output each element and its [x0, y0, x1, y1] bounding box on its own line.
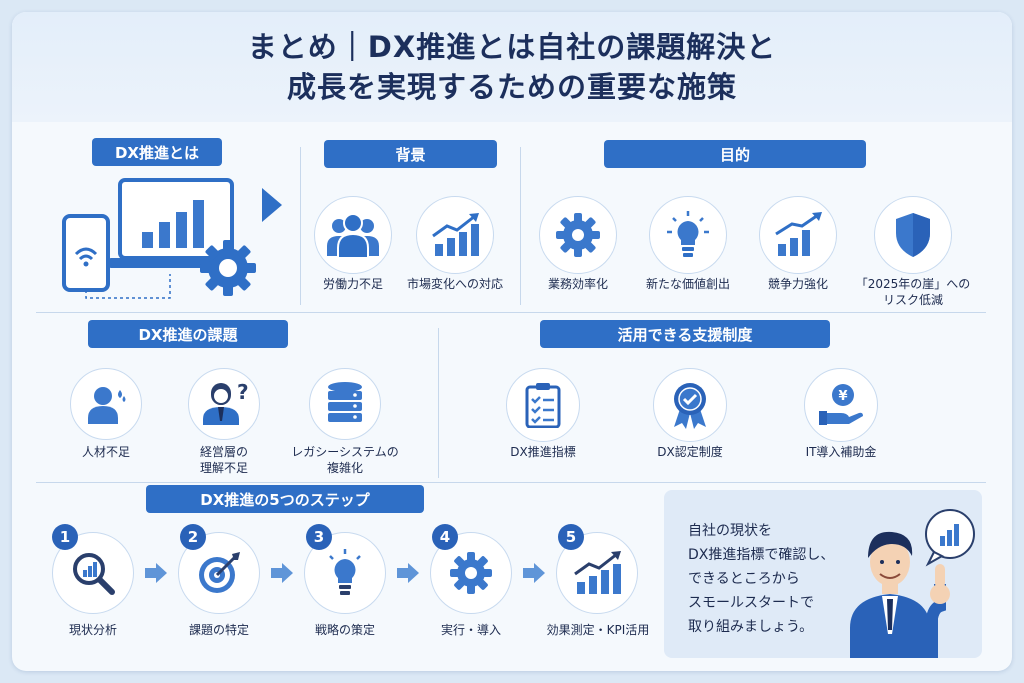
divider — [520, 147, 521, 305]
step-label: 課題の特定 — [188, 623, 249, 637]
step-label: 戦略の策定 — [314, 623, 375, 637]
step-number: 5 — [558, 524, 584, 550]
database-icon — [309, 368, 381, 440]
step-label: 効果測定・KPI活用 — [546, 623, 650, 637]
shield-icon — [874, 196, 952, 274]
step-label: 現状分析 — [68, 623, 117, 637]
purpose-item-label: 競争力強化 — [767, 277, 828, 291]
certification-badge-icon — [653, 368, 727, 442]
growth-chart-icon — [416, 196, 494, 274]
yen-subsidy-icon: ¥ — [804, 368, 878, 442]
chart-bubble-icon — [925, 509, 975, 567]
people-icon — [314, 196, 392, 274]
divider — [300, 147, 301, 305]
arrow-right-icon — [523, 563, 545, 583]
lightbulb-icon — [649, 196, 727, 274]
title-line-2: 成長を実現するための重要な施策 — [286, 70, 737, 104]
message-line: 取り組みましょう。 — [688, 619, 814, 635]
growth-chart-icon — [759, 196, 837, 274]
step-number: 2 — [180, 524, 206, 550]
issues-item-label-2: 理解不足 — [199, 461, 248, 475]
devices-illustration — [62, 178, 256, 299]
divider — [438, 328, 439, 478]
divider — [36, 482, 986, 483]
support-header: 活用できる支援制度 — [540, 320, 830, 348]
issues-header: DX推進の課題 — [88, 320, 288, 348]
issues-item-label-2: 複雑化 — [326, 461, 363, 475]
arrow-right-icon — [271, 563, 293, 583]
step-label: 実行・導入 — [440, 623, 501, 637]
purpose-item-label: 新たな価値創出 — [645, 277, 730, 291]
issues-item-label-1: レガシーシステムの — [291, 445, 399, 459]
issues-item-label-1: 経営層の — [199, 445, 248, 459]
businessman-question-icon: ? — [188, 368, 260, 440]
gear-icon — [200, 240, 256, 296]
worried-person-icon — [70, 368, 142, 440]
arrow-right-icon — [145, 563, 167, 583]
infographic-card: まとめ｜DX推進とは自社の課題解決と 成長を実現するための重要な施策 DX推進と… — [12, 12, 1012, 671]
right-triangle-icon — [262, 188, 282, 222]
step-number: 1 — [52, 524, 78, 550]
svg-text:?: ? — [237, 381, 249, 404]
svg-text:¥: ¥ — [838, 389, 847, 404]
background-item-label: 労働力不足 — [322, 277, 383, 291]
arrow-right-icon — [397, 563, 419, 583]
purpose-item-label-1: 「2025年の崖」への — [855, 277, 971, 291]
message-line: 自社の現状を — [688, 523, 772, 539]
purpose-header: 目的 — [604, 140, 866, 168]
title-band: まとめ｜DX推進とは自社の課題解決と 成長を実現するための重要な施策 — [12, 12, 1012, 122]
step-number: 4 — [432, 524, 458, 550]
businessman-illustration — [850, 509, 975, 658]
purpose-item-label: 業務効率化 — [547, 277, 608, 291]
phone — [62, 214, 110, 292]
issues-item-label-1: 人材不足 — [81, 445, 130, 459]
message-line: できるところから — [688, 571, 800, 587]
support-item-label: IT導入補助金 — [805, 445, 877, 459]
message-box: 自社の現状を DX推進指標で確認し、 できるところから スモールスタートで 取り… — [664, 490, 982, 658]
message-line: スモールスタートで — [688, 595, 814, 611]
lightbulb-icon — [304, 532, 386, 614]
background-header: 背景 — [324, 140, 497, 168]
purpose-item-label-2: リスク低減 — [882, 293, 943, 307]
message-line: DX推進指標で確認し、 — [688, 547, 835, 563]
background-item-label: 市場変化への対応 — [406, 277, 503, 291]
steps-header: DX推進の5つのステップ — [146, 485, 424, 513]
support-item-label: DX推進指標 — [510, 445, 576, 459]
dx-promotion-header: DX推進とは — [92, 138, 222, 166]
step-number: 3 — [306, 524, 332, 550]
gear-icon — [539, 196, 617, 274]
title-line-1: まとめ｜DX推進とは自社の課題解決と — [247, 30, 777, 64]
checklist-icon — [506, 368, 580, 442]
divider — [36, 312, 986, 313]
support-item-label: DX認定制度 — [657, 445, 723, 459]
